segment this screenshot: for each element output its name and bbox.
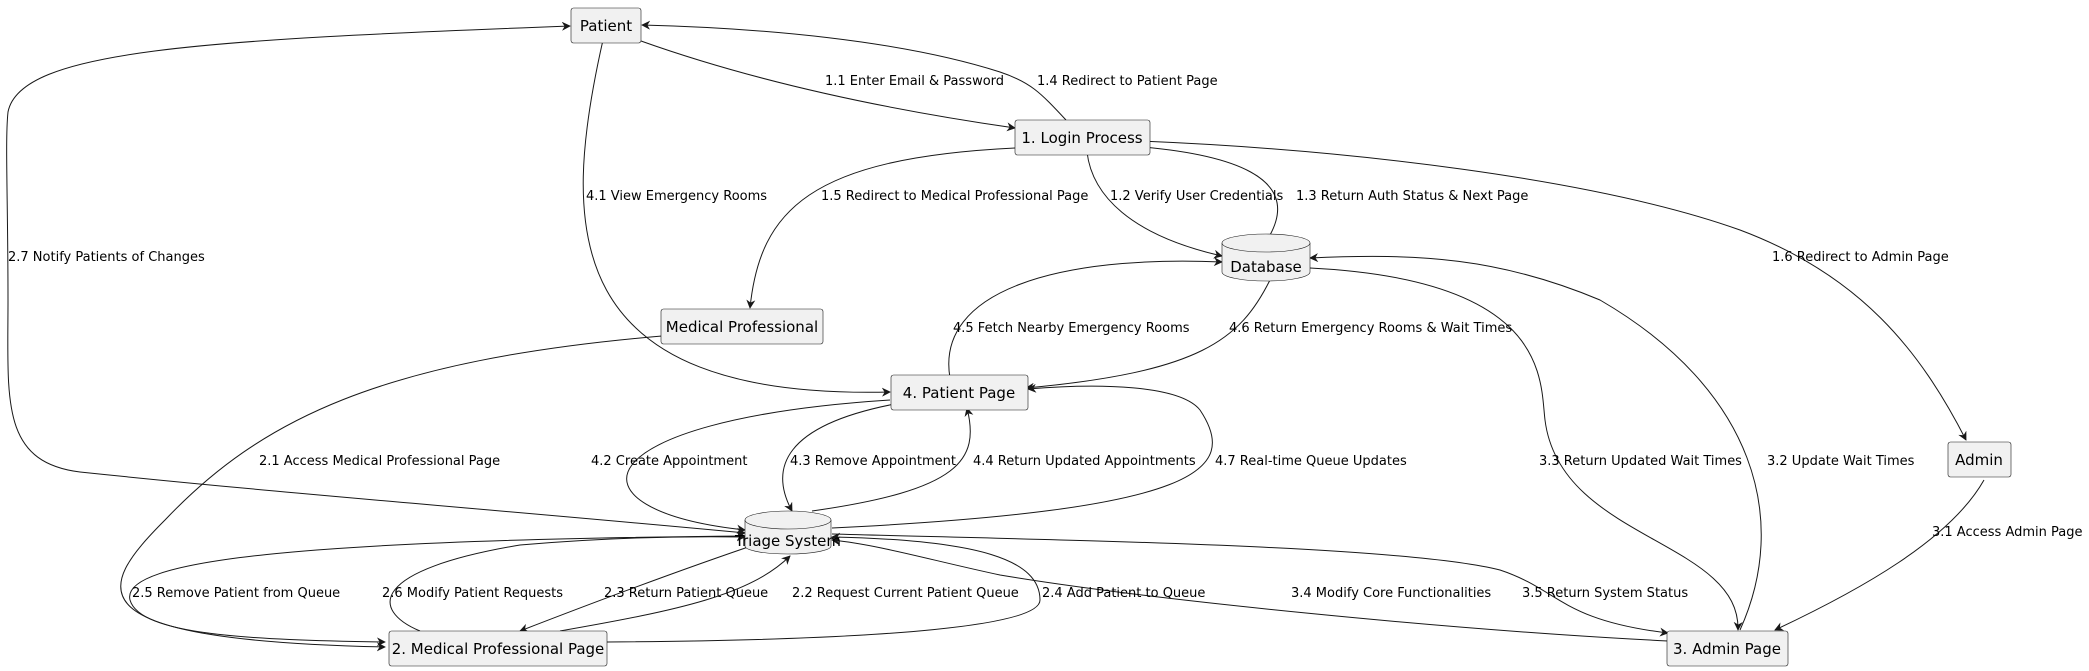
edge-2-2	[559, 555, 791, 632]
triage-system-label: Triage System	[734, 532, 841, 550]
edge-2-3	[519, 542, 761, 633]
edge-labels: 1.1 Enter Email & Password 1.4 Redirect …	[8, 74, 2082, 601]
edge-4-6	[1025, 279, 1271, 392]
medical-professional-node[interactable]: Medical Professional	[660, 308, 824, 345]
edge-label-2-6: 2.6 Modify Patient Requests	[382, 586, 563, 601]
medical-professional-label: Medical Professional	[666, 318, 818, 336]
edge-2-4	[606, 532, 1041, 643]
edge-label-4-2: 4.2 Create Appointment	[591, 454, 747, 469]
login-process-label: 1. Login Process	[1021, 129, 1142, 147]
database-node[interactable]: Database	[1221, 233, 1311, 282]
admin-page-label: 3. Admin Page	[1673, 640, 1781, 658]
edge-1-3	[1114, 140, 1279, 236]
edge-2-6	[389, 532, 746, 632]
edge-3-2	[1309, 253, 1762, 631]
edge-4-5	[948, 257, 1223, 379]
admin-page-node[interactable]: 3. Admin Page	[1666, 630, 1789, 667]
nodes: Patient 1. Login Process Database Medica…	[388, 7, 2012, 667]
edge-label-4-1: 4.1 View Emergency Rooms	[586, 189, 767, 204]
edge-label-4-7: 4.7 Real-time Queue Updates	[1215, 454, 1407, 469]
edge-label-3-4: 3.4 Modify Core Functionalities	[1291, 586, 1491, 601]
edge-label-2-1: 2.1 Access Medical Professional Page	[259, 454, 500, 469]
edge-label-2-5: 2.5 Remove Patient from Queue	[132, 586, 340, 601]
edge-1-4	[641, 20, 1067, 121]
edge-label-4-4: 4.4 Return Updated Appointments	[973, 454, 1196, 469]
edge-4-3	[782, 402, 901, 512]
edge-1-6	[1111, 139, 1967, 441]
edge-3-3	[1309, 267, 1743, 631]
edge-1-5	[746, 147, 1016, 309]
patient-page-label: 4. Patient Page	[903, 384, 1015, 402]
admin-node[interactable]: Admin	[1947, 441, 2012, 478]
medical-professional-page-label: 2. Medical Professional Page	[392, 640, 605, 658]
edges	[6, 20, 1985, 652]
edge-label-3-1: 3.1 Access Admin Page	[1932, 525, 2082, 540]
edge-label-1-1: 1.1 Enter Email & Password	[825, 74, 1004, 89]
edge-label-1-3: 1.3 Return Auth Status & Next Page	[1296, 189, 1528, 204]
edge-label-1-4: 1.4 Redirect to Patient Page	[1037, 74, 1218, 89]
edge-label-2-3: 2.3 Return Patient Queue	[604, 586, 768, 601]
edge-label-1-2: 1.2 Verify User Credentials	[1110, 189, 1283, 204]
edge-3-4	[831, 536, 1669, 642]
edge-label-2-2: 2.2 Request Current Patient Queue	[792, 586, 1019, 601]
edge-label-1-5: 1.5 Redirect to Medical Professional Pag…	[821, 189, 1088, 204]
edge-label-2-7: 2.7 Notify Patients of Changes	[8, 250, 205, 265]
edge-label-3-5: 3.5 Return System Status	[1522, 586, 1688, 601]
patient-node[interactable]: Patient	[570, 7, 642, 44]
edge-2-5	[129, 531, 746, 647]
edge-1-2	[1086, 151, 1223, 259]
edge-label-4-6: 4.6 Return Emergency Rooms & Wait Times	[1229, 321, 1512, 336]
edge-label-4-3: 4.3 Remove Appointment	[790, 454, 956, 469]
edge-4-7	[831, 383, 1213, 529]
edge-label-1-6: 1.6 Redirect to Admin Page	[1772, 250, 1949, 265]
admin-label: Admin	[1955, 451, 2003, 469]
edge-3-5	[831, 533, 1669, 637]
edge-3-1	[1774, 479, 1985, 631]
edge-2-7	[6, 21, 746, 537]
database-label: Database	[1230, 258, 1302, 276]
medical-professional-page-node[interactable]: 2. Medical Professional Page	[388, 630, 608, 667]
triage-system-node[interactable]: Triage System	[734, 510, 841, 555]
edge-label-3-3: 3.3 Return Updated Wait Times	[1539, 454, 1742, 469]
edge-4-4	[811, 407, 974, 512]
patient-page-node[interactable]: 4. Patient Page	[890, 374, 1029, 411]
patient-label: Patient	[580, 17, 632, 35]
edge-label-3-2: 3.2 Update Wait Times	[1767, 454, 1915, 469]
edge-label-4-5: 4.5 Fetch Nearby Emergency Rooms	[953, 321, 1190, 336]
login-process-node[interactable]: 1. Login Process	[1014, 119, 1151, 156]
edge-label-2-4: 2.4 Add Patient to Queue	[1042, 586, 1205, 601]
